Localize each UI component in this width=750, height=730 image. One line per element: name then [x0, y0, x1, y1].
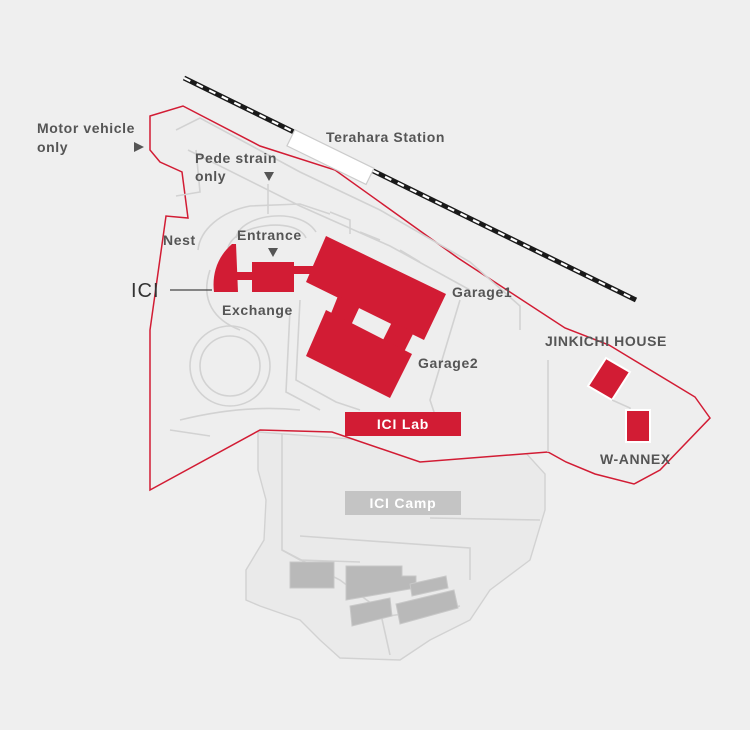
- ici-lab-label-box[interactable]: ICI Lab: [345, 412, 461, 436]
- ici-label: ICI: [131, 280, 160, 302]
- entrance-building: [252, 262, 294, 292]
- connector-b: [292, 266, 322, 274]
- motor-vehicle-label-2: only: [37, 139, 68, 155]
- camp-building-e: [409, 575, 449, 597]
- garage1-building: [306, 236, 446, 340]
- nest-building: [213, 244, 238, 292]
- terahara-station-building: [286, 128, 375, 186]
- nest-label: Nest: [163, 232, 196, 248]
- motor-vehicle-label: Motor vehicle: [37, 120, 135, 136]
- pedestrian-label: Pede strain: [195, 150, 277, 166]
- arrow-down-icon: [268, 248, 278, 257]
- camp-building-d: [395, 589, 459, 625]
- jinkichi-house-label: JINKICHI HOUSE: [545, 333, 667, 349]
- w-annex-label: W-ANNEX: [600, 451, 671, 467]
- camp-building-c: [349, 597, 393, 627]
- camp-building-b: [345, 565, 417, 601]
- garage2-building: [306, 310, 412, 398]
- station-label: Terahara Station: [326, 129, 445, 145]
- ici-camp-label-box[interactable]: ICI Camp: [345, 491, 461, 515]
- railway-line: [182, 75, 638, 303]
- garage2-label: Garage2: [418, 355, 478, 371]
- ici-lab-label: ICI Lab: [377, 416, 429, 432]
- exchange-label: Exchange: [222, 302, 293, 318]
- garage-buildings: [306, 236, 446, 398]
- ici-camp-label: ICI Camp: [369, 495, 436, 511]
- garage1-label: Garage1: [452, 284, 512, 300]
- entrance-label: Entrance: [237, 227, 302, 243]
- w-annex-building: [625, 409, 651, 443]
- campus-paths: [169, 117, 549, 452]
- ici-building-group: [213, 244, 322, 292]
- pedestrian-label-2: only: [195, 168, 226, 184]
- roundabout-outer: [189, 325, 271, 407]
- lower-campus-area: [245, 431, 546, 661]
- camp-building-a: [289, 561, 335, 589]
- arrow-right-icon: [134, 142, 144, 152]
- roundabout-inner: [199, 335, 261, 397]
- connector-a: [236, 272, 254, 280]
- arrow-down-icon: [264, 172, 274, 181]
